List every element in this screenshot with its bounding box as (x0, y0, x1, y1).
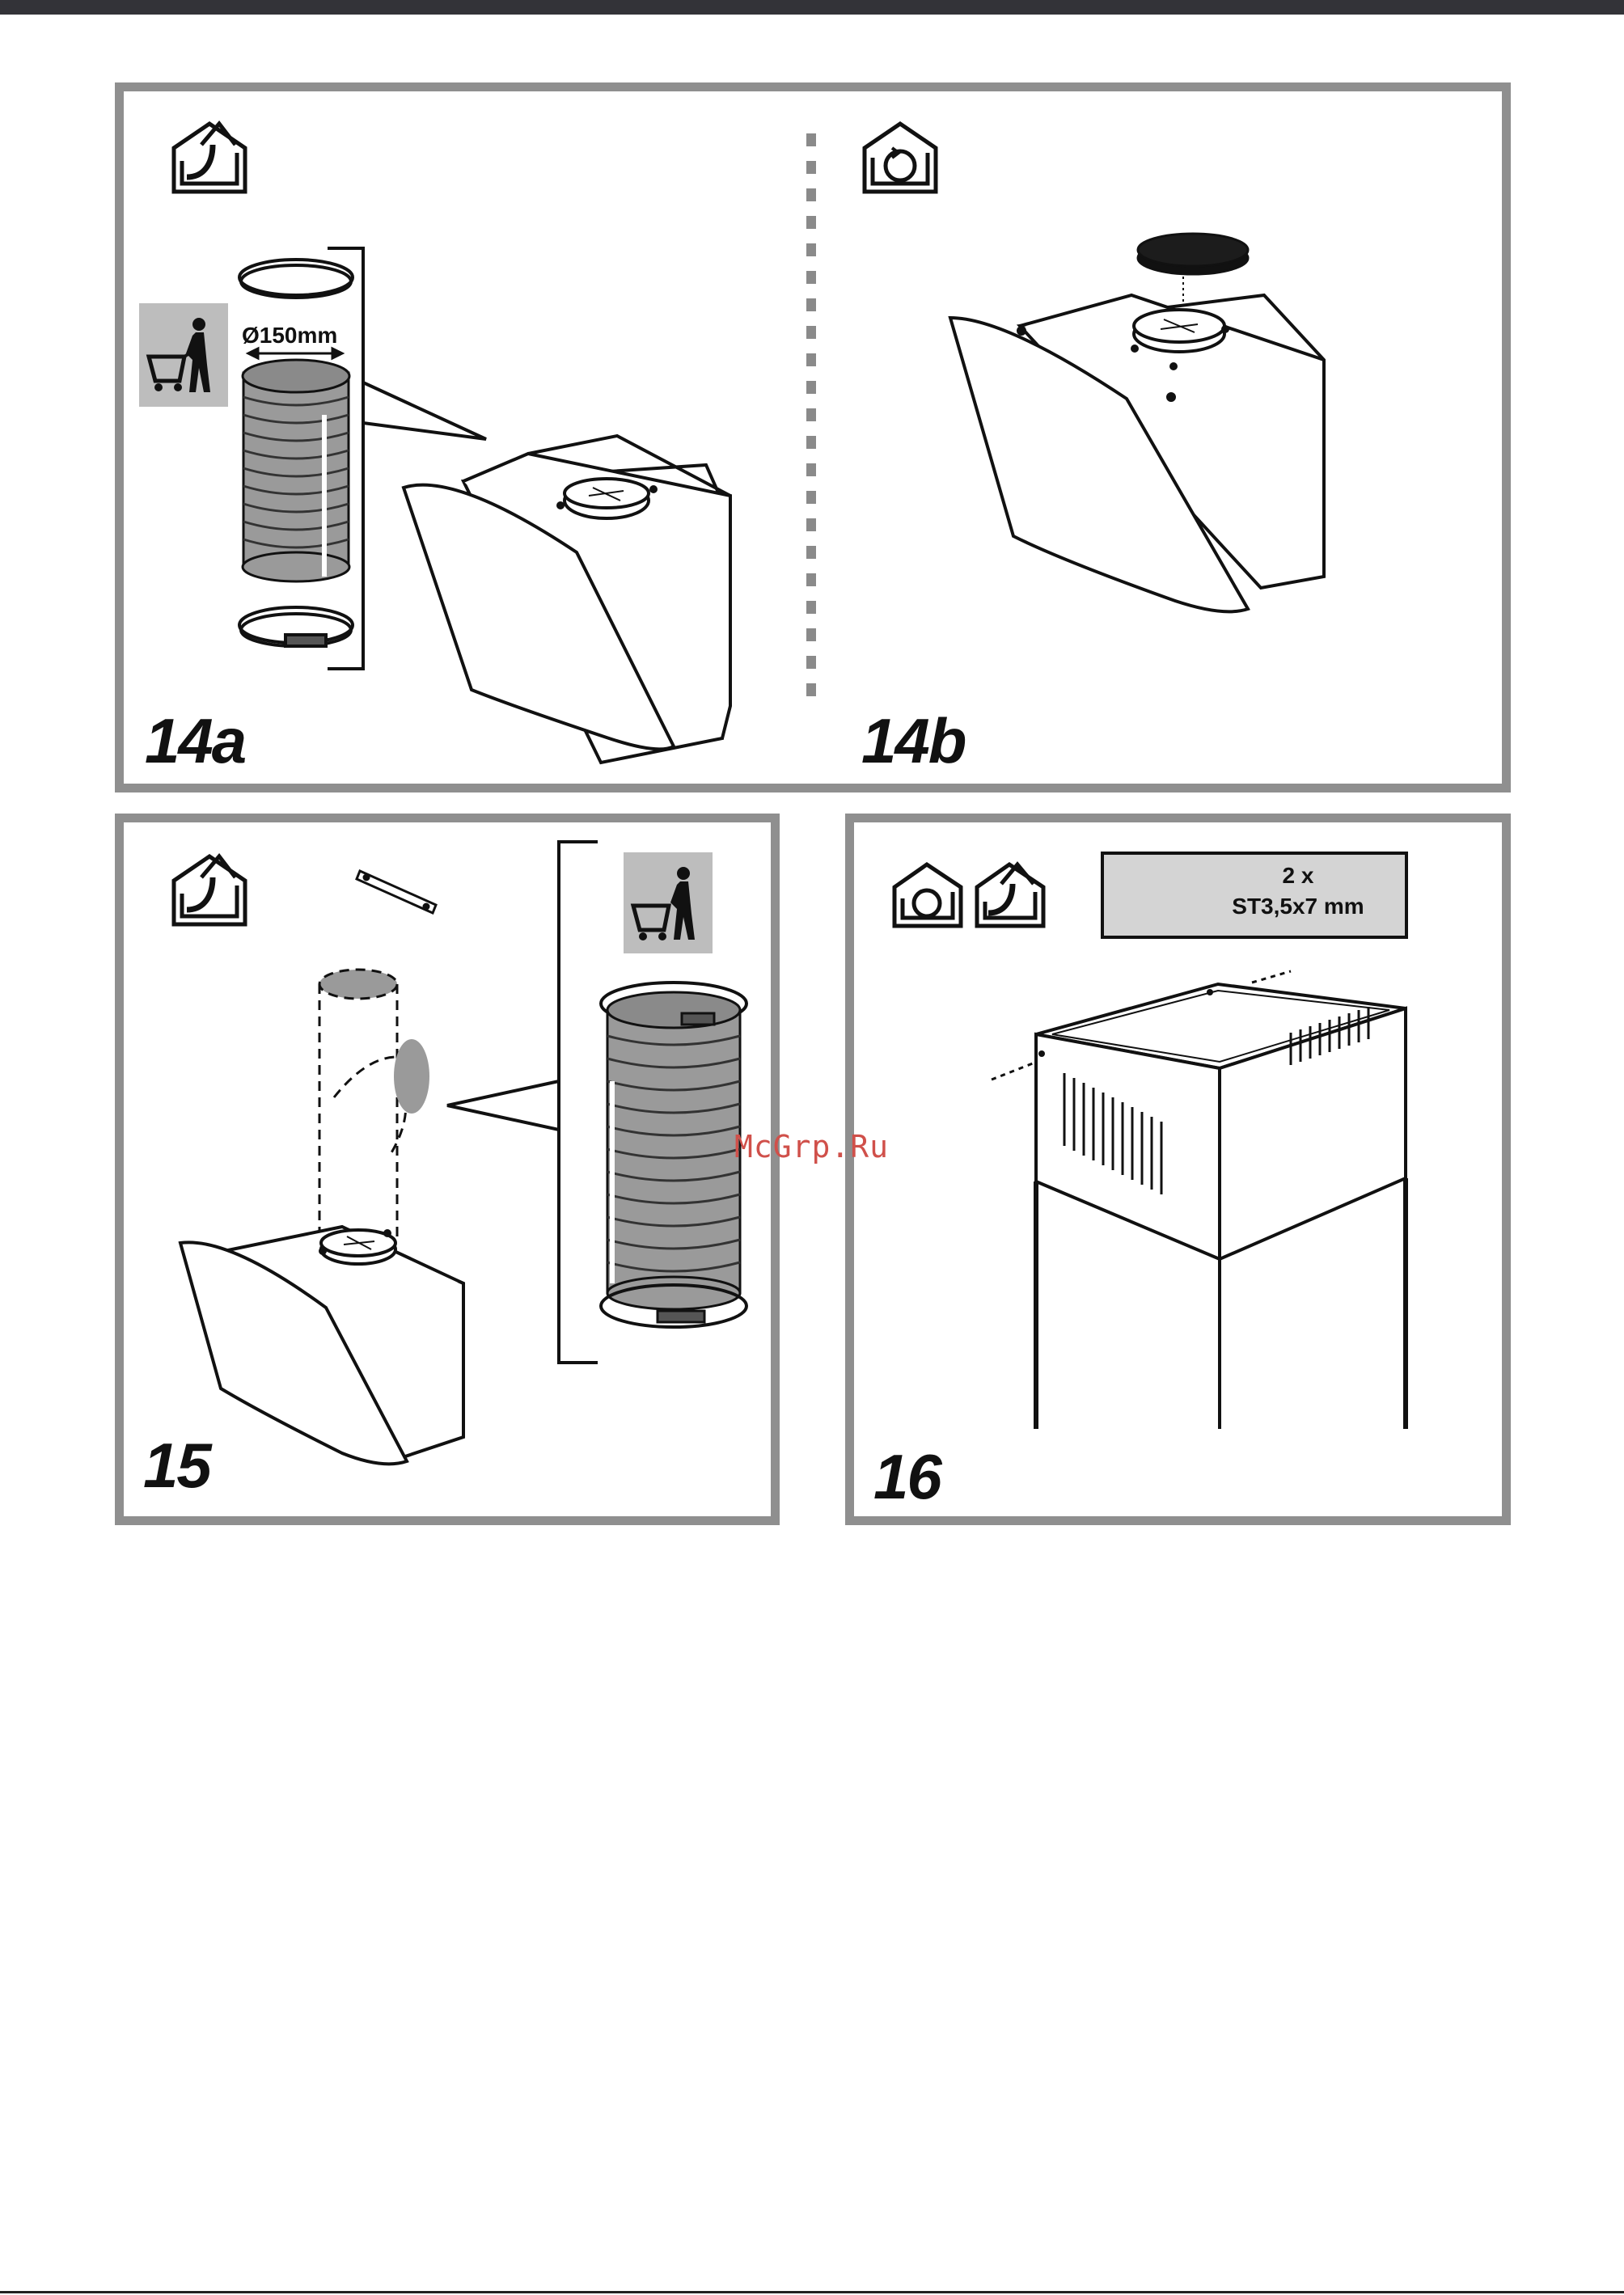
bottom-rule (0, 2291, 1624, 2293)
clamp-upper (239, 260, 353, 298)
ducted-mode-icon (174, 124, 245, 192)
panel-14: Ø150mm 14a 14b (115, 82, 1511, 792)
duct-outline (319, 970, 406, 1243)
screw-info-box: 2 x ST3,5x7 mm (1101, 852, 1408, 939)
hood-14b (950, 295, 1324, 611)
step-label-14b: 14b (861, 709, 965, 772)
step-label-16: 16 (873, 1445, 941, 1508)
ducted-mode-icon (977, 864, 1043, 926)
step-label-15: 15 (143, 1434, 210, 1497)
purchase-separately-icon (139, 303, 228, 407)
duct-opening (394, 1039, 429, 1114)
callout-bracket (447, 842, 598, 1363)
recirculation-mode-icon (894, 864, 961, 926)
watermark: McGrp.Ru (734, 1129, 889, 1164)
duct-diameter-label: Ø150mm (242, 323, 337, 349)
recirculation-mode-icon (865, 124, 936, 192)
screw-spec: ST3,5x7 mm (1209, 894, 1387, 919)
diameter-arrow (248, 349, 342, 358)
top-bar (0, 0, 1624, 15)
hood-14a (404, 436, 730, 763)
ducted-mode-icon (174, 856, 245, 924)
chimney-assembly (1036, 984, 1406, 1429)
panel-15: 15 (115, 814, 780, 1525)
flex-duct (243, 360, 349, 581)
flex-duct (601, 983, 746, 1327)
step-label-14a: 14a (145, 709, 245, 772)
clamp-lower (239, 607, 353, 646)
hood-15 (180, 1227, 463, 1464)
panel-16: 2 x ST3,5x7 mm 16 (845, 814, 1511, 1525)
panel-15-illustration (124, 822, 789, 1534)
screw-quantity: 2 x (1209, 863, 1387, 889)
mounting-strip (357, 871, 436, 913)
purchase-separately-icon (624, 852, 713, 953)
panel-14-illustration (124, 91, 1520, 801)
